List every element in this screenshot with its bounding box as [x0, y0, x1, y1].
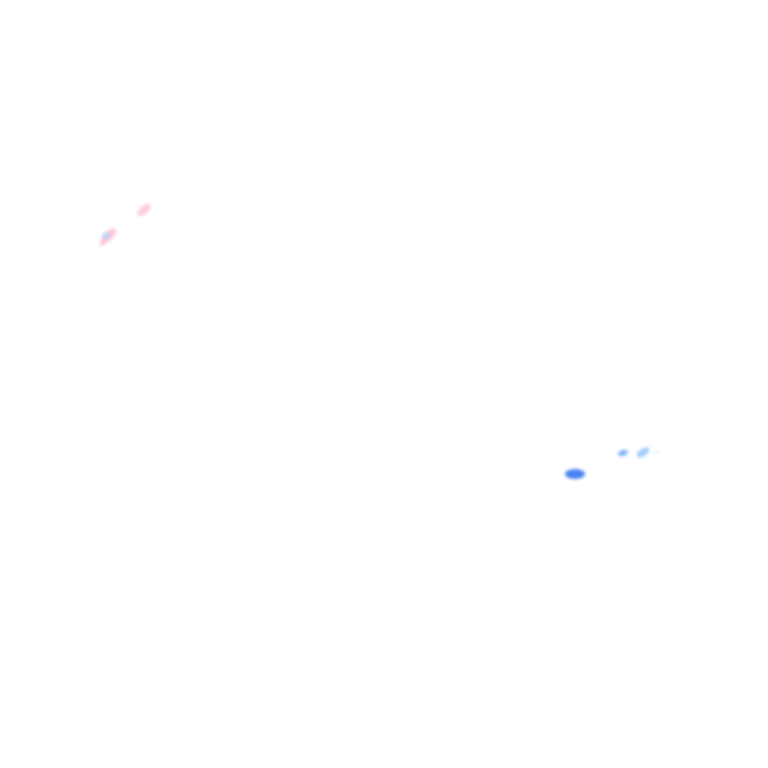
speckle-pink	[135, 201, 153, 219]
speckle-blue	[565, 469, 585, 479]
speckle-faint-blue	[655, 451, 659, 454]
speckle-light-blue	[635, 445, 651, 460]
speckle-blue	[617, 448, 629, 458]
